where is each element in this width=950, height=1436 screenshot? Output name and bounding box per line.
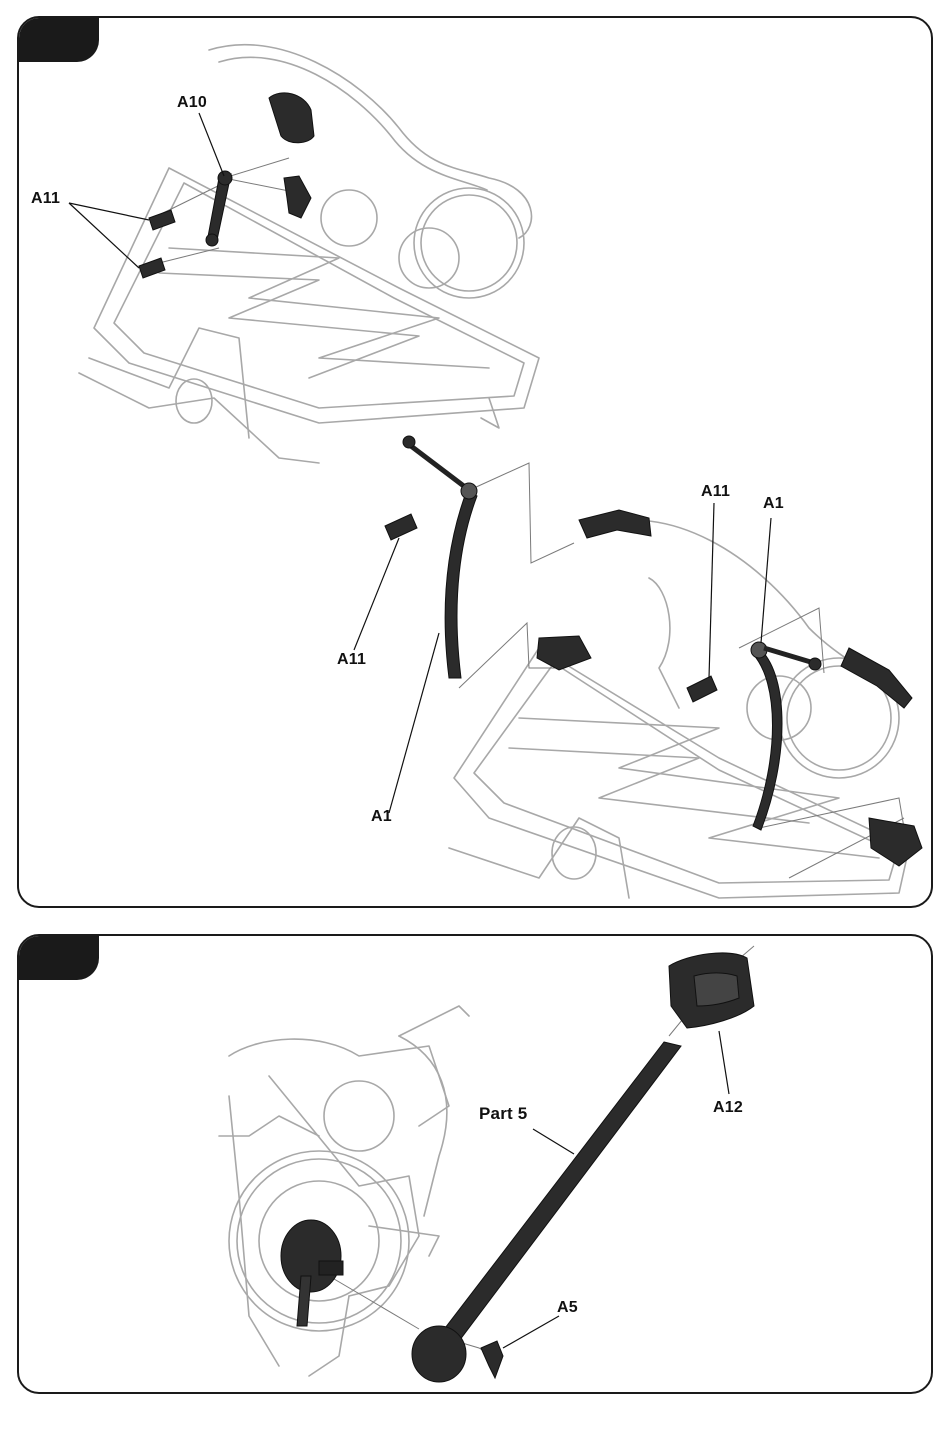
label-a5: A5	[557, 1299, 578, 1317]
label-a11-mid: A11	[337, 651, 366, 669]
arm-part-5	[439, 1042, 681, 1341]
pin-part-a11-3	[385, 514, 417, 540]
frame-arch	[229, 1039, 449, 1126]
assembly-illustration-2	[19, 936, 933, 1394]
arm-end-disc	[412, 1326, 466, 1382]
pin-part-a11-1	[149, 210, 175, 230]
bracket-part-top	[284, 176, 311, 218]
pin-part-a11-4	[687, 676, 717, 702]
label-a1-right: A1	[763, 495, 784, 513]
label-a11-top: A11	[31, 190, 60, 208]
cap-part-top	[269, 93, 314, 143]
clamp-part-right	[841, 648, 912, 708]
step-panel-1: A10 A11 A11 A11 A1 A1	[17, 16, 933, 908]
clamp-part-left	[579, 510, 651, 538]
guide-lines	[159, 158, 909, 878]
assembly-illustration-1	[19, 18, 933, 908]
clamp-part-mid	[537, 636, 591, 670]
label-a10: A10	[177, 94, 207, 112]
clip-part-a5	[481, 1341, 503, 1378]
step-panel-2: Part 5 A12 A5	[17, 934, 933, 1394]
frame-arch-top	[209, 45, 531, 238]
clamp-part-bottom	[869, 818, 922, 866]
frame-platform-lower	[454, 648, 909, 898]
leader-lines	[503, 1031, 729, 1348]
label-a1-bottom: A1	[371, 808, 392, 826]
rod-part-a1-right	[753, 650, 782, 830]
pin-part-a11-2	[139, 258, 165, 278]
label-a11-right: A11	[701, 483, 730, 501]
label-a12: A12	[713, 1099, 743, 1117]
label-part-5: Part 5	[479, 1104, 527, 1124]
rod-part-a1-left	[445, 490, 477, 678]
